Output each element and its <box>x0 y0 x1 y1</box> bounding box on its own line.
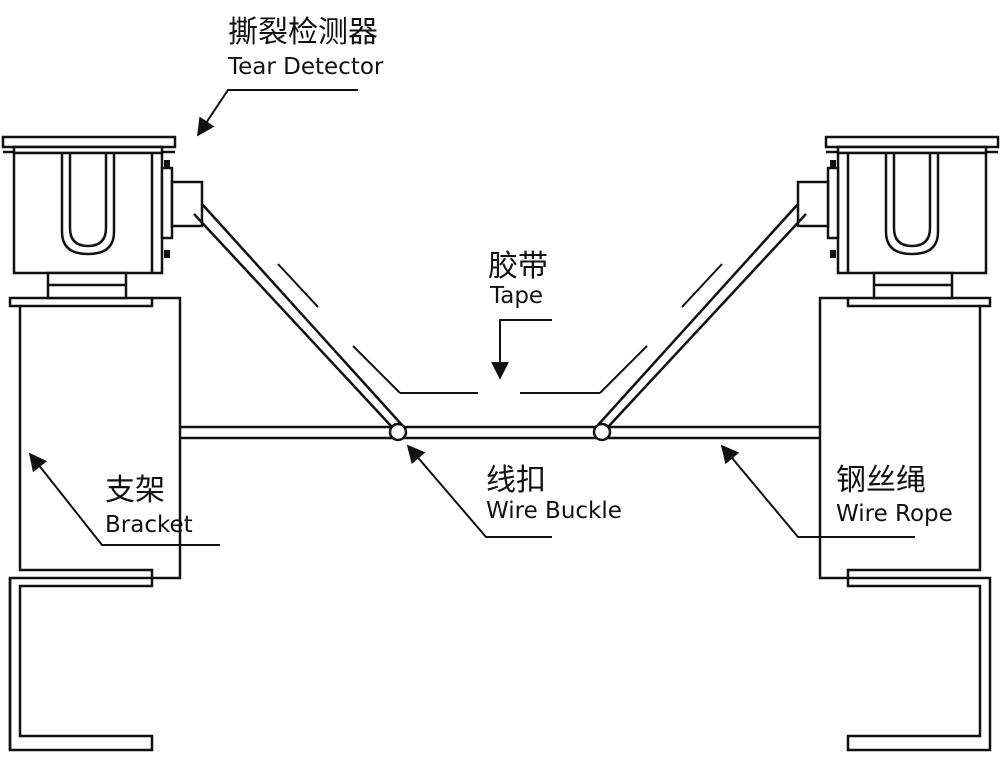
left-wire-buckle <box>388 422 408 442</box>
tear-detector-leader <box>197 89 358 137</box>
wire-rope-leader <box>720 444 915 538</box>
bracket-label-en: Bracket <box>105 512 193 538</box>
right-tear-detector <box>796 135 1000 300</box>
wire-rope <box>180 203 820 440</box>
left-bracket <box>8 296 182 752</box>
right-bracket <box>818 296 992 752</box>
wire-rope-label-zh: 钢丝绳 <box>836 463 926 498</box>
wire-buckle-label-zh: 线扣 <box>486 463 546 498</box>
wire-rope-label-en: Wire Rope <box>836 501 953 527</box>
tape-leader <box>491 319 552 380</box>
tear-detector-label-zh: 撕裂检测器 <box>228 15 378 50</box>
bracket-leader <box>28 452 220 546</box>
wire-buckle-label-en: Wire Buckle <box>486 498 622 524</box>
tape-belt <box>277 263 723 394</box>
bracket-label-zh: 支架 <box>105 473 165 508</box>
tape-label-en: Tape <box>489 283 543 309</box>
tear-detector-label-en: Tear Detector <box>227 54 384 80</box>
right-wire-buckle <box>592 422 612 442</box>
leader-lines <box>28 89 915 546</box>
wire-buckle-leader <box>406 444 552 538</box>
tape-label-zh: 胶带 <box>488 249 548 284</box>
left-tear-detector <box>1 135 204 300</box>
